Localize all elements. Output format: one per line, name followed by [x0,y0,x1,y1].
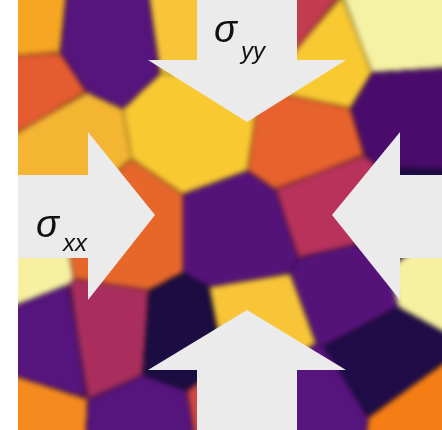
right-arrow [332,132,442,300]
stress-subscript: yy [241,39,265,63]
stress-subscript: xx [63,231,87,255]
top-arrow [148,0,346,122]
left-arrow [18,132,155,300]
stress-symbol: σ [214,10,237,48]
bottom-arrow [148,310,346,430]
stress-symbol: σ [36,205,59,243]
